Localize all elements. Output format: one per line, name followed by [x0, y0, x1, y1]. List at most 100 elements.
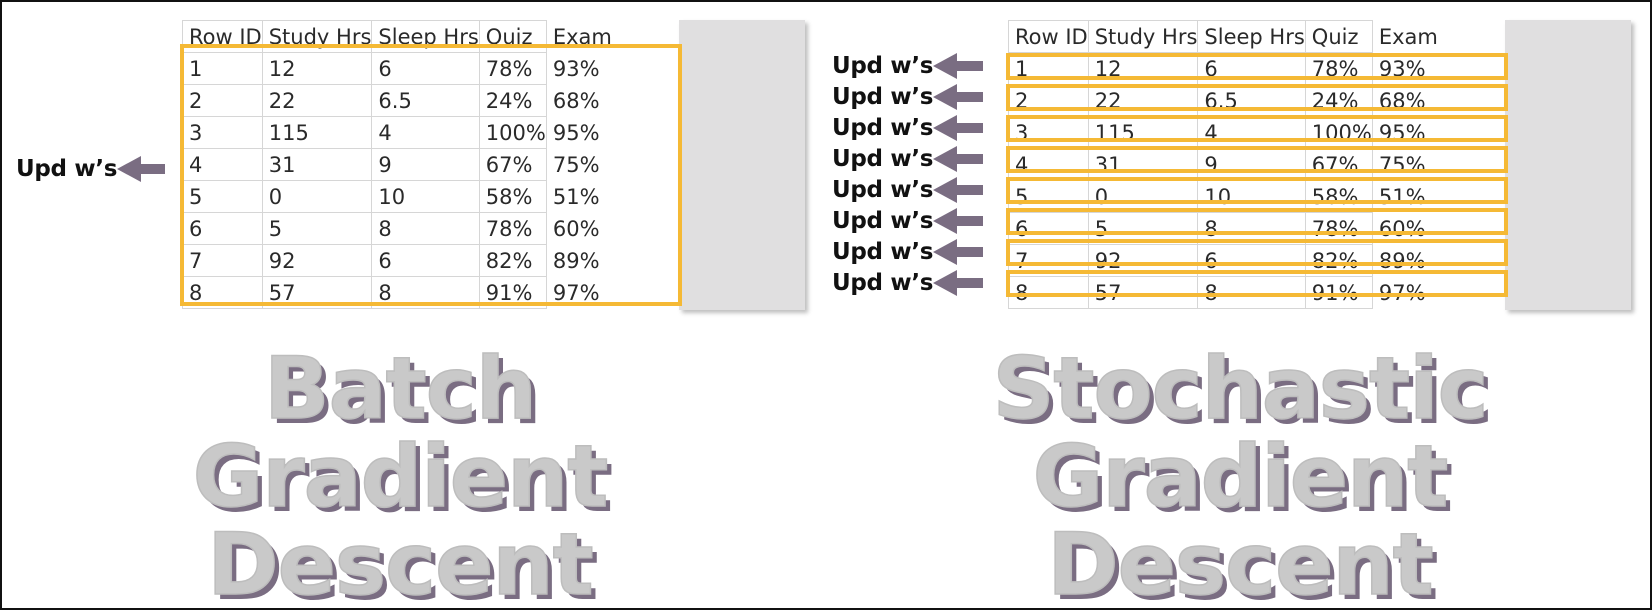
table-cell: 97%: [552, 281, 600, 305]
table-cell: 78%: [478, 52, 547, 85]
table-cell: 5: [261, 212, 373, 245]
table-cell: 93%: [552, 57, 600, 81]
column-header: Sleep Hrs: [1197, 20, 1306, 53]
update-weights-marker: Upd w’s: [832, 238, 985, 266]
table-cell: 51%: [1378, 185, 1426, 209]
left-arrow-icon: [933, 270, 984, 296]
table-cell: 75%: [552, 153, 600, 177]
row-highlight-box: [1006, 115, 1508, 142]
table-cell: 67%: [478, 148, 547, 181]
table-cell: 6: [371, 244, 480, 277]
stochastic-title-line: Descent: [1046, 515, 1434, 615]
table-cell: 2: [1008, 84, 1089, 117]
table-cell: 24%: [478, 84, 547, 117]
update-weights-marker: Upd w’s: [832, 269, 985, 297]
update-weights-label: Upd w’s: [832, 177, 934, 203]
batch-title-line: Gradient: [192, 427, 609, 527]
row-highlight-box: [1006, 177, 1508, 204]
left-arrow-icon: [933, 177, 984, 203]
batch-title: Batch Gradient Descent: [140, 339, 660, 615]
table-cell: 58%: [1304, 180, 1373, 213]
table-cell: 60%: [1378, 217, 1426, 241]
table-cell: 8: [1197, 276, 1306, 309]
table-cell: 68%: [552, 89, 600, 113]
table-cell: 82%: [478, 244, 547, 277]
batch-title-line: Descent: [206, 515, 594, 615]
left-arrow-icon: [933, 53, 984, 79]
table-cell: 89%: [552, 249, 600, 273]
table-cell: 7: [182, 244, 263, 277]
update-weights-label: Upd w’s: [832, 84, 934, 110]
table-cell: 4: [371, 116, 480, 149]
table-cell: 89%: [1378, 249, 1426, 273]
table-cell: 100%: [478, 116, 547, 149]
table-cell: 1: [182, 52, 263, 85]
table-cell: 2: [182, 84, 263, 117]
column-header: Row ID: [1008, 20, 1089, 53]
row-highlight-box: [1006, 239, 1508, 266]
update-weights-label: Upd w’s: [832, 53, 934, 79]
update-weights-marker: Upd w’s: [832, 52, 985, 80]
update-weights-marker: Upd w’s: [832, 83, 985, 111]
table-cell: 3: [1008, 116, 1089, 149]
update-weights-label: Upd w’s: [832, 270, 934, 296]
batch-highlight-box: [180, 44, 682, 306]
table-cell: 9: [1197, 148, 1306, 181]
stochastic-title-line: Gradient: [1032, 427, 1449, 527]
table-cell: 10: [371, 180, 480, 213]
exam-column-shade: [1505, 20, 1631, 310]
row-highlight-box: [1006, 53, 1508, 80]
column-header: Exam: [1378, 25, 1438, 49]
update-weights-label: Upd w’s: [16, 156, 118, 182]
table-cell: 6.5: [371, 84, 480, 117]
table-cell: 95%: [552, 121, 600, 145]
table-cell: 60%: [552, 217, 600, 241]
table-cell: 78%: [478, 212, 547, 245]
left-arrow-icon: [933, 146, 984, 172]
table-cell: 6.5: [1197, 84, 1306, 117]
update-weights-label: Upd w’s: [832, 208, 934, 234]
table-cell: 31: [261, 148, 373, 181]
table-cell: 6: [371, 52, 480, 85]
batch-title-line: Batch: [263, 339, 537, 439]
table-cell: 100%: [1304, 116, 1373, 149]
table-cell: 8: [371, 212, 480, 245]
row-highlight-box: [1006, 84, 1508, 111]
table-cell: 4: [1197, 116, 1306, 149]
row-highlight-box: [1006, 146, 1508, 173]
table-cell: 58%: [478, 180, 547, 213]
table-cell: 9: [371, 148, 480, 181]
update-weights-label: Upd w’s: [832, 239, 934, 265]
batch-update-weights-marker: Upd w’s: [16, 154, 167, 184]
left-arrow-icon: [933, 84, 984, 110]
table-cell: 115: [261, 116, 373, 149]
table-cell: 12: [261, 52, 373, 85]
column-header: Quiz: [1304, 20, 1373, 53]
column-header: Study Hrs: [1087, 20, 1199, 53]
row-highlight-box: [1006, 208, 1508, 235]
table-cell: 75%: [1378, 153, 1426, 177]
update-weights-marker: Upd w’s: [832, 114, 985, 142]
update-weights-marker: Upd w’s: [832, 145, 985, 173]
table-cell: 51%: [552, 185, 600, 209]
left-arrow-icon: [933, 208, 984, 234]
table-cell: 22: [1087, 84, 1199, 117]
left-arrow-icon: [933, 115, 984, 141]
table-cell: 3: [182, 116, 263, 149]
table-cell: 0: [261, 180, 373, 213]
row-highlight-box: [1006, 270, 1508, 297]
left-arrow-icon: [933, 239, 984, 265]
update-weights-marker: Upd w’s: [832, 176, 985, 204]
update-weights-label: Upd w’s: [832, 146, 934, 172]
exam-column-shade: [679, 20, 805, 310]
table-cell: 10: [1197, 180, 1306, 213]
